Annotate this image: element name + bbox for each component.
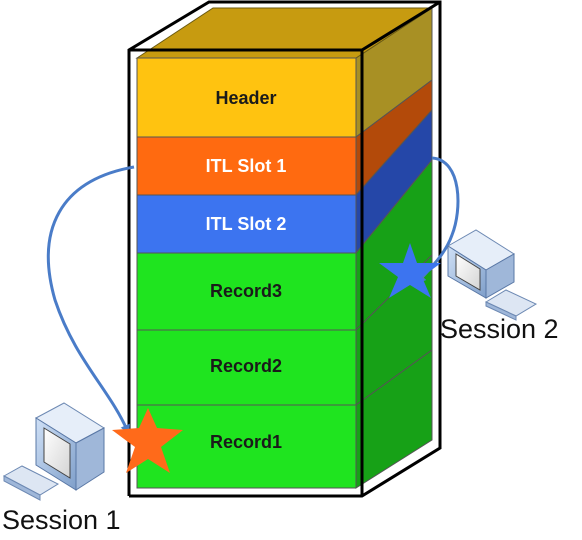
block-label-itl-slot-2: ITL Slot 2	[206, 214, 287, 234]
block-record3	[136, 252, 357, 331]
block-record2	[136, 329, 357, 406]
block-record1	[136, 404, 357, 489]
session-1-star	[112, 408, 183, 473]
block-label-record3: Record3	[210, 281, 282, 301]
block-itl-slot-2	[136, 194, 357, 254]
block-header	[136, 57, 357, 138]
page-outline	[127, 0, 442, 498]
session-2-label: Session 2	[440, 314, 559, 344]
session-1-computer-icon	[2, 402, 105, 501]
block-label-record2: Record2	[210, 356, 282, 376]
session-2-computer-icon	[447, 229, 538, 321]
session-2-star	[379, 243, 441, 298]
block-label-record1: Record1	[210, 432, 282, 452]
block-itl-slot-1	[136, 136, 357, 196]
block-label-itl-slot-1: ITL Slot 1	[206, 156, 287, 176]
session-1-arrow	[46, 165, 135, 435]
block-label-header: Header	[215, 88, 276, 108]
page-stack: Header ITL Slot 1 ITL Slot 2 Record3 Rec…	[135, 7, 434, 489]
session-1-label: Session 1	[2, 505, 121, 535]
